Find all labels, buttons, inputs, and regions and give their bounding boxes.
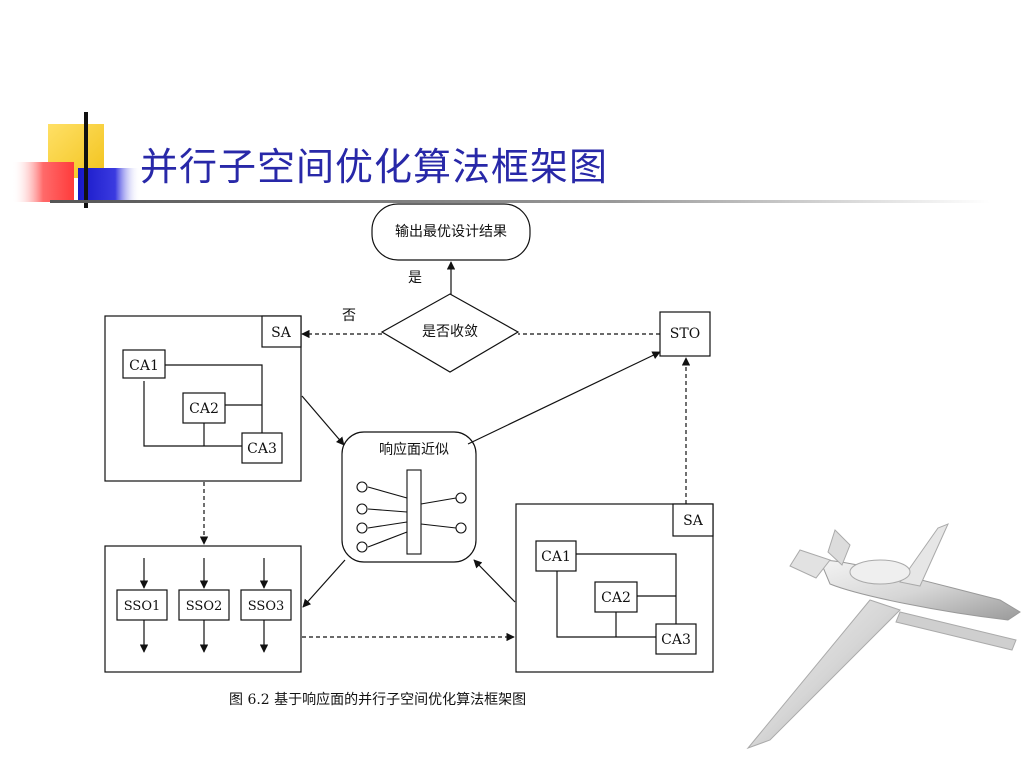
ca2-right-label: CA2	[601, 590, 631, 606]
sso1-label: SSO1	[124, 599, 161, 614]
ca3-left-label: CA3	[247, 441, 277, 457]
rsa-graphic	[356, 469, 467, 555]
red-square	[12, 162, 74, 202]
ca2-left	[182, 392, 226, 424]
ca3-right-label: CA3	[661, 632, 691, 648]
sa-tag-right	[672, 503, 714, 537]
output-label: 输出最优设计结果	[395, 224, 507, 240]
sa-tag-left	[261, 315, 302, 348]
sa-right-to-rsa	[473, 559, 516, 603]
sso2-node	[178, 589, 230, 621]
ca2-right	[594, 581, 638, 613]
ca3-right	[655, 623, 697, 655]
sso3-node	[240, 589, 292, 621]
converge-diamond	[380, 293, 520, 373]
rsa-to-sto	[467, 351, 661, 445]
vertical-bar	[84, 112, 88, 208]
ca3-left	[241, 432, 283, 464]
sa-left-to-rsa	[301, 395, 345, 446]
output-node	[371, 203, 531, 261]
rsa-label: 响应面近似	[379, 441, 449, 458]
header-decoration	[12, 112, 990, 208]
page-title: 并行子空间优化算法框架图	[140, 145, 609, 189]
sso1-node	[116, 589, 168, 621]
no-label: 否	[342, 308, 356, 324]
ca1-left-label: CA1	[129, 358, 159, 374]
sso2-label: SSO2	[186, 599, 223, 614]
ca2-left-label: CA2	[189, 401, 219, 417]
sto-node	[659, 311, 711, 357]
sa-label-right: SA	[683, 513, 704, 529]
sa-label-left: SA	[271, 325, 292, 341]
yes-label: 是	[408, 270, 422, 286]
header-rule	[50, 200, 990, 203]
ca1-left	[122, 349, 166, 379]
blue-square	[78, 168, 140, 202]
ca-network-left	[143, 364, 263, 447]
rsa-to-sso	[302, 559, 346, 608]
figure-caption: 图 6.2 基于响应面的并行子空间优化算法框架图	[229, 691, 526, 708]
ca-network-right	[556, 553, 677, 638]
sso3-label: SSO3	[248, 599, 285, 614]
ca1-right-label: CA1	[541, 549, 571, 565]
sto-label: STO	[670, 326, 700, 342]
aircraft-illustration	[746, 523, 1021, 750]
ca1-right	[535, 540, 577, 572]
sso-arrows	[139, 558, 269, 653]
converge-label: 是否收敛	[422, 324, 478, 340]
